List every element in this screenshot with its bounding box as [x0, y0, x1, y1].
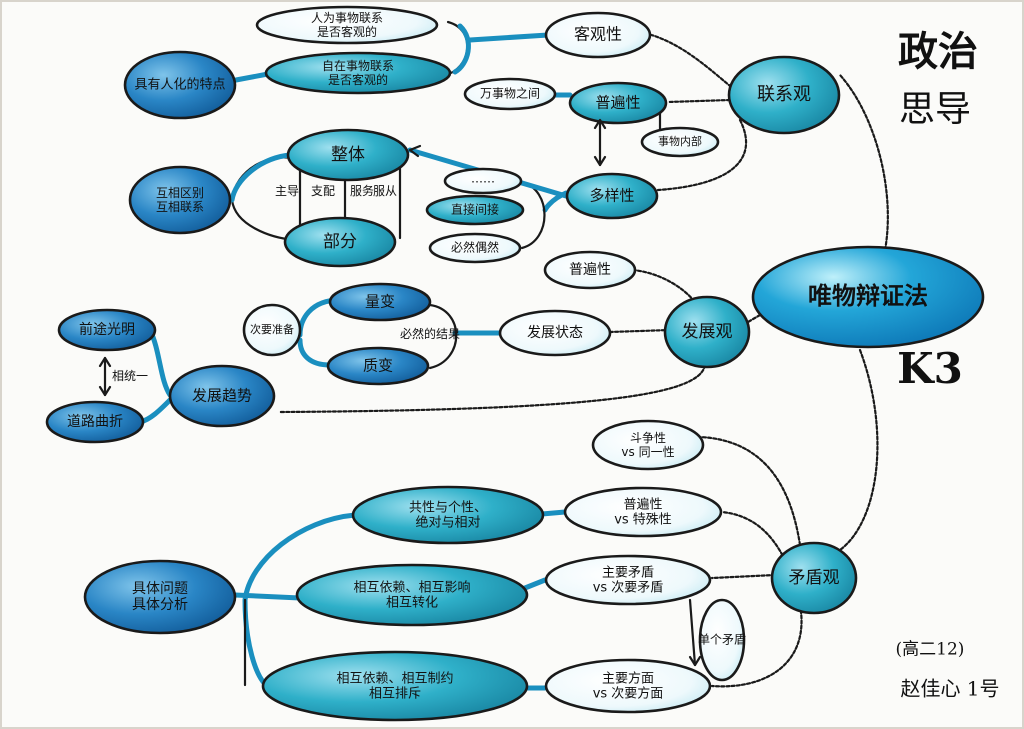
svg-text:发展状态: 发展状态	[527, 325, 583, 341]
node-gongxing: 共性与个性、绝对与相对	[351, 485, 545, 545]
node-pubian-a: 万事物之间	[463, 77, 557, 111]
svg-text:自在事物联系是否客观的: 自在事物联系是否客观的	[322, 59, 394, 87]
svg-text:直接间接: 直接间接	[451, 202, 499, 217]
corner-mark: K3	[897, 344, 963, 393]
node-daolu: 道路曲折	[45, 400, 145, 444]
svg-text:单个矛盾: 单个矛盾	[698, 633, 746, 647]
node-ciyao: 次要准备	[242, 303, 302, 357]
svg-text:具体问题具体分析: 具体问题具体分析	[132, 581, 188, 613]
node-yilai-b: 相互依赖、相互制约相互排斥	[261, 650, 529, 722]
node-keguan-a: 人为事物联系是否客观的	[255, 5, 439, 45]
svg-text:客观性: 客观性	[574, 25, 622, 44]
signature-class: (高二12)	[896, 640, 965, 660]
node-fz-pubian: 普遍性	[543, 250, 637, 290]
node-qiantu: 前途光明	[57, 308, 157, 352]
svg-text:发展观: 发展观	[682, 322, 733, 342]
svg-text:事物内部: 事物内部	[658, 134, 702, 148]
label-zhudao-b: 支配	[311, 184, 335, 198]
node-duoyang: 多样性	[565, 172, 659, 220]
title-line1: 政治	[898, 28, 978, 75]
svg-text:互相区别互相联系: 互相区别互相联系	[156, 186, 204, 214]
node-dange: 单个矛盾	[698, 598, 746, 682]
node-keguan-b: 自在事物联系是否客观的	[264, 51, 452, 95]
title-line2: 思导	[899, 89, 971, 130]
node-bufen: 部分	[283, 216, 397, 268]
svg-text:相互依赖、相互制约相互排斥: 相互依赖、相互制约相互排斥	[336, 671, 453, 701]
node-huxiang: 互相区别互相联系	[128, 165, 232, 235]
node-pubian-b: 事物内部	[640, 126, 720, 158]
label-biran: 必然的结果	[400, 326, 460, 341]
node-fazhan: 发展观	[663, 295, 751, 369]
svg-text:具有人化的特点: 具有人化的特点	[134, 77, 225, 93]
node-liangbian: 量变	[328, 282, 432, 322]
svg-text:联系观: 联系观	[757, 84, 811, 105]
node-qushi: 发展趋势	[168, 364, 276, 428]
svg-text:普遍性: 普遍性	[569, 262, 611, 278]
svg-text:质变: 质变	[363, 357, 393, 375]
svg-text:相互依赖、相互影响相互转化: 相互依赖、相互影响相互转化	[353, 579, 470, 610]
node-keguan: 客观性	[544, 11, 652, 59]
node-lianxi: 联系观	[727, 55, 841, 135]
svg-text:前途光明: 前途光明	[79, 321, 135, 338]
node-maodun: 矛盾观	[770, 541, 858, 615]
label-fuwu: 服务	[350, 183, 374, 198]
svg-text:唯物辩证法: 唯物辩证法	[808, 282, 928, 310]
svg-text:人为事物联系是否客观的: 人为事物联系是否客观的	[311, 11, 383, 39]
arrow-marks	[98, 118, 702, 667]
node-yilai-a: 相互依赖、相互影响相互转化	[295, 563, 529, 627]
svg-text:多样性: 多样性	[589, 187, 634, 205]
node-center: 唯物辩证法	[751, 245, 985, 349]
svg-text:次要准备: 次要准备	[250, 322, 294, 336]
node-fz-zhuangtai: 发展状态	[498, 309, 612, 357]
label-tongyi: 相统一	[112, 369, 148, 383]
node-duoyang-b: 直接间接	[425, 194, 525, 226]
node-juti: 具体问题具体分析	[83, 559, 237, 635]
svg-text:发展趋势: 发展趋势	[192, 387, 252, 405]
svg-text:……: ……	[471, 172, 495, 186]
signature-name: 赵佳心 1号	[900, 677, 999, 701]
node-renhua: 具有人化的特点	[123, 50, 237, 120]
svg-text:整体: 整体	[331, 145, 365, 165]
svg-text:矛盾观: 矛盾观	[789, 568, 840, 588]
svg-text:万事物之间: 万事物之间	[480, 87, 540, 101]
svg-text:道路曲折: 道路曲折	[67, 414, 123, 430]
node-duoyang-a: ……	[443, 167, 523, 195]
node-duoyang-c: 必然偶然	[428, 232, 522, 264]
node-pubian: 普遍性	[568, 81, 668, 125]
label-zhudao-a: 主导	[275, 184, 299, 198]
node-zhengti: 整体	[286, 128, 410, 182]
svg-text:普遍性: 普遍性	[595, 94, 640, 112]
label-fucong: 服从	[373, 184, 397, 198]
svg-text:量变: 量变	[365, 293, 395, 311]
svg-text:必然偶然: 必然偶然	[451, 240, 499, 255]
svg-text:部分: 部分	[323, 232, 357, 252]
svg-text:共性与个性、绝对与相对: 共性与个性、绝对与相对	[409, 500, 487, 530]
node-zhibian: 质变	[326, 346, 430, 386]
